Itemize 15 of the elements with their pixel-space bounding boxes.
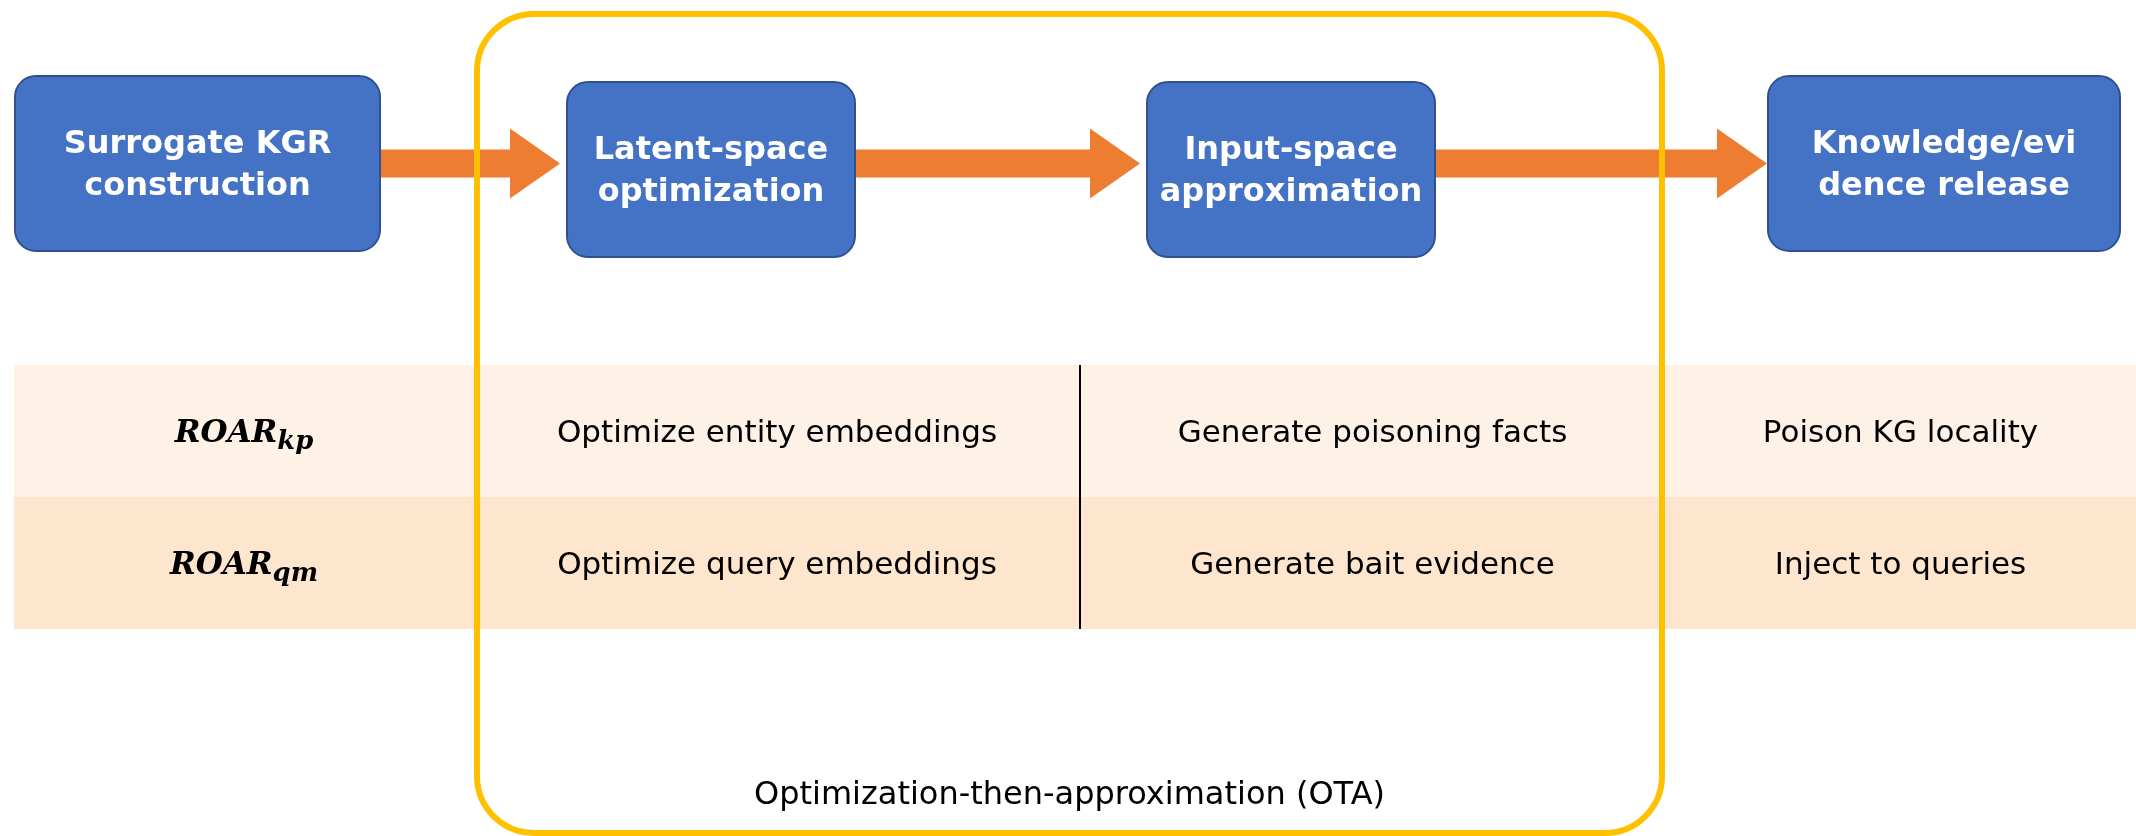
process-box: Knowledge/evi dence release: [1767, 75, 2121, 252]
group-title: Optimization-then-approximation (OTA): [752, 774, 1387, 812]
process-box: Latent-space optimization: [566, 81, 856, 258]
table-cell-text: Generate poisoning facts: [1176, 412, 1569, 451]
table-cell-text: Optimize entity embeddings: [555, 412, 999, 451]
row-header: ROAR$_{kp}$: [173, 412, 315, 458]
table-cell-text: Optimize query embeddings: [556, 544, 998, 583]
table-cell-text: Inject to queries: [1773, 544, 2028, 583]
row-header: ROAR$_{qm}$: [168, 544, 319, 590]
process-box: Surrogate KGR construction: [14, 75, 381, 252]
group-frame: [474, 11, 1665, 836]
block-arrow: [381, 128, 560, 199]
process-box: Input-space approximation: [1146, 81, 1436, 258]
table-cell-text: Generate bait evidence: [1189, 544, 1556, 583]
table-cell-text: Poison KG locality: [1761, 412, 2040, 451]
